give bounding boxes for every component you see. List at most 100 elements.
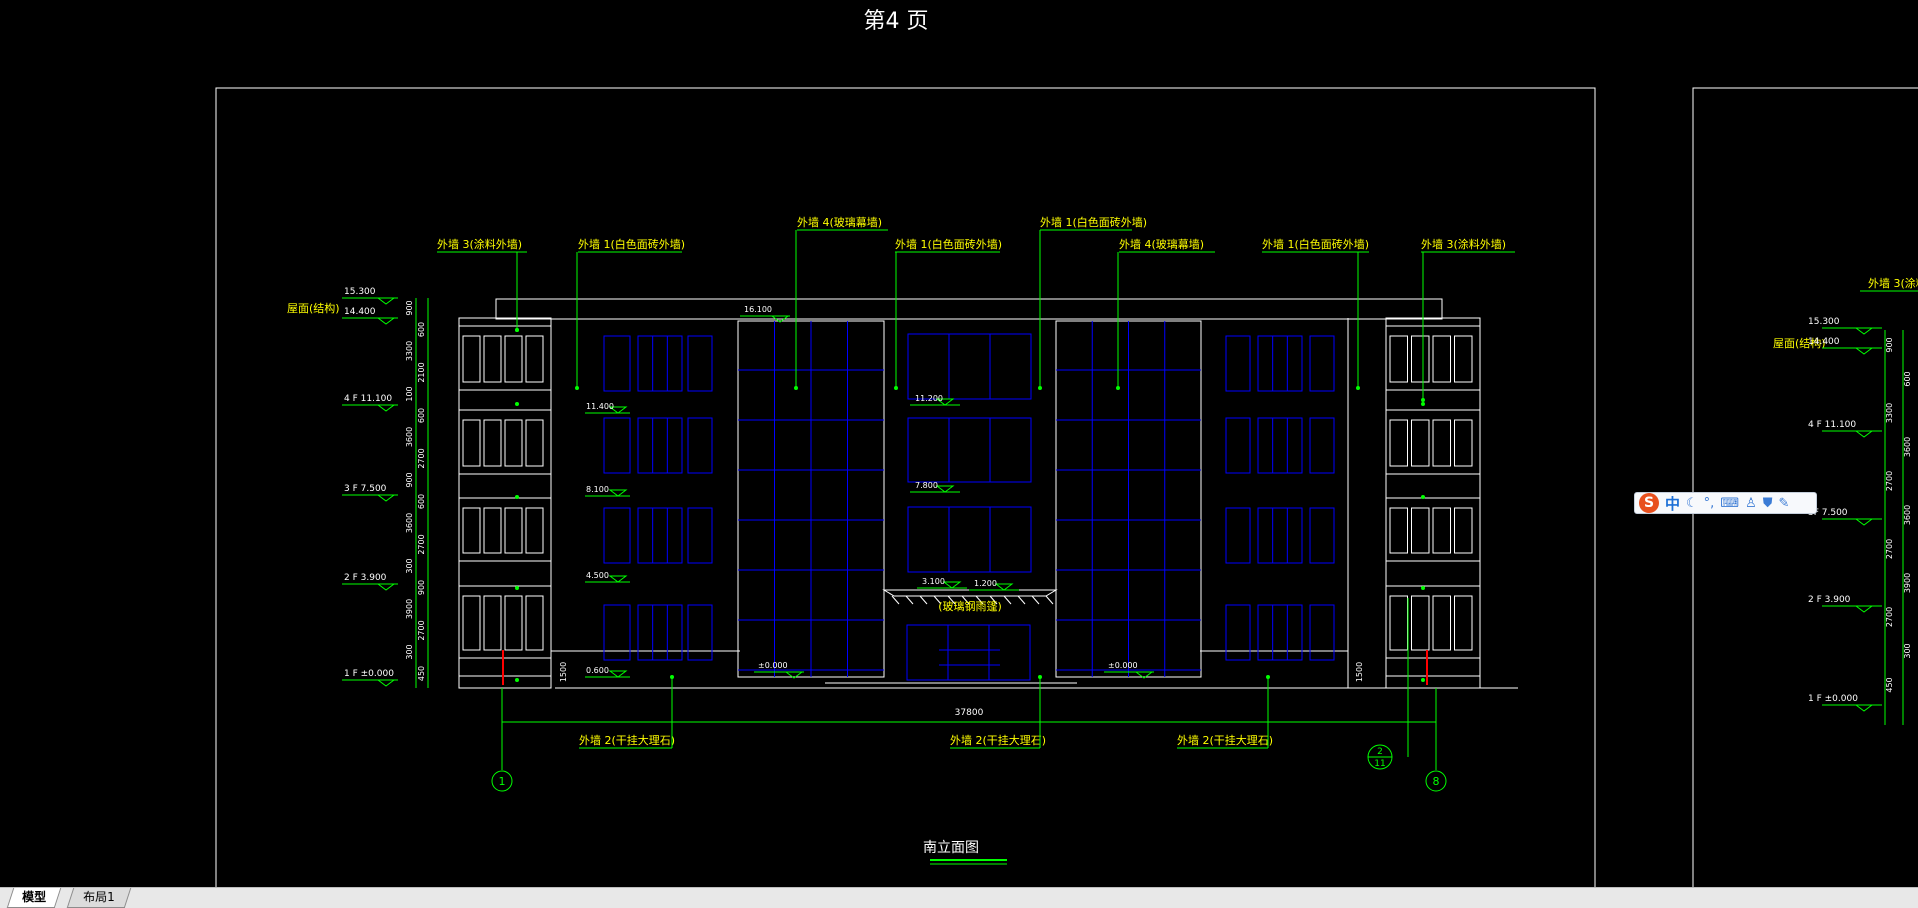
adjacent-level-label: 14.400 [1808, 337, 1840, 347]
level-symbol [608, 406, 628, 414]
wall-callout-label: 外墙 3(涂料外墙) [1421, 237, 1506, 251]
center-window [907, 333, 1032, 400]
level-symbol [608, 489, 628, 497]
dimension-label: 300 [405, 558, 414, 573]
callout-dot [794, 386, 798, 390]
window-right-a [1225, 417, 1251, 474]
window-level-label: 4.500 [586, 571, 609, 580]
floor-level-label: 1 F ±0.000 [344, 669, 394, 679]
canopy-rib [989, 595, 998, 605]
tower-window [1432, 507, 1451, 554]
window-right-a [1225, 507, 1251, 564]
canopy-label: (玻璃钢雨篷) [938, 599, 1002, 613]
level-symbol [1854, 704, 1874, 712]
canopy-rib [1003, 595, 1012, 605]
keyboard-icon[interactable]: ⌨ [1720, 495, 1740, 511]
wall-callout-label: 外墙 2(干挂大理石) [579, 733, 675, 747]
tower-window [504, 335, 523, 383]
adjacent-dimension-label: 2700 [1885, 607, 1894, 627]
wall-callout-label: 外墙 2(干挂大理石) [950, 733, 1046, 747]
dimension-label: 3900 [405, 599, 414, 619]
overall-dimension: 37800 [955, 708, 984, 718]
tower-window [504, 595, 523, 651]
center-window [907, 506, 1032, 573]
window-left-a [603, 604, 631, 661]
window-right-c [1309, 417, 1335, 474]
window-left-b [637, 604, 683, 661]
adjacent-sheet-frame [1692, 87, 1918, 887]
callout-dot [1266, 675, 1270, 679]
tower-window [1411, 595, 1430, 651]
center-window [907, 417, 1032, 483]
drawing-title: 南立面图 [923, 840, 979, 856]
dimension-label: 2700 [417, 620, 426, 640]
tower-window [504, 419, 523, 467]
base-dimension-label: 1500 [559, 662, 568, 682]
shirt-icon[interactable]: ⛊ [1762, 495, 1773, 511]
sogou-logo-icon[interactable]: S [1639, 493, 1659, 513]
window-level-label: 8.100 [586, 485, 609, 494]
callout-dot [1038, 386, 1042, 390]
floor-level-label: 3 F 7.500 [344, 484, 387, 494]
callout-dot [515, 495, 519, 499]
adjacent-dimension-label: 2700 [1885, 539, 1894, 559]
tab-model[interactable]: 模型 [6, 888, 62, 908]
dimension-label: 3600 [405, 427, 414, 447]
axis-bubble-8 [1425, 770, 1447, 792]
tower-window [483, 335, 502, 383]
tower-window [1389, 507, 1408, 554]
tower-window [462, 507, 481, 554]
adjacent-dimension-label: 3600 [1903, 437, 1912, 457]
callout-dot [1421, 495, 1425, 499]
wall-callout-label: 外墙 1(白色面砖外墙) [895, 237, 1002, 251]
adjacent-dimension-label: 3900 [1903, 573, 1912, 593]
window-left-a [603, 335, 631, 392]
wall-callout-label: 外墙 1(白色面砖外墙) [578, 237, 685, 251]
adjacent-dimension-label: 900 [1885, 337, 1894, 352]
tab-layout1[interactable]: 布局1 [66, 888, 132, 908]
callout-dot [670, 675, 674, 679]
window-left-b [637, 335, 683, 392]
adjacent-level-label: 4 F 11.100 [1808, 420, 1856, 430]
adjacent-level-label: 15.300 [1808, 317, 1840, 327]
axis-label: 1 [499, 775, 506, 788]
level-symbol [1854, 347, 1874, 355]
user-icon[interactable]: ♙ [1745, 495, 1757, 511]
level-symbol [376, 297, 396, 305]
tower-window [1454, 507, 1473, 554]
window-level-label: 0.600 [586, 666, 609, 675]
canopy-rib [947, 595, 956, 605]
window-right-c [1309, 507, 1335, 564]
punctuation-icon[interactable]: °, [1703, 495, 1715, 511]
window-level-label: 1.200 [974, 579, 997, 588]
level-symbol [376, 494, 396, 502]
adjacent-dimension-label: 300 [1903, 643, 1912, 658]
callout-dot [575, 386, 579, 390]
curtain-level-label: 16.100 [744, 305, 772, 314]
layout-tab-bar: 模型 布局1 [0, 887, 1918, 908]
window-right-a [1225, 604, 1251, 661]
dimension-label: 3600 [405, 513, 414, 533]
dimension-label: 3300 [405, 341, 414, 361]
moon-icon[interactable]: ☾ [1686, 495, 1698, 511]
tower-window [1432, 335, 1451, 383]
wall-callout-label: 外墙 3(涂料外墙) [437, 237, 522, 251]
curtain-level-label: ±0.000 [1108, 661, 1138, 670]
tower-window [1389, 595, 1408, 651]
dimension-label: 900 [417, 580, 426, 595]
wrench-icon[interactable]: ✎ [1778, 495, 1790, 511]
dimension-label: 900 [405, 472, 414, 487]
window-level-label: 11.200 [915, 394, 943, 403]
input-mode-indicator[interactable]: 中 [1665, 494, 1681, 513]
adjacent-roof-label: 屋面(结构) [1773, 336, 1826, 350]
cad-drawing-canvas[interactable]: 第4 页(玻璃钢雨篷)外墙 3(涂料外墙)外墙 1(白色面砖外墙)外墙 4(玻璃… [0, 0, 1918, 887]
tower-window [462, 335, 481, 383]
drawing-frame [215, 87, 1596, 887]
ime-toolbar[interactable]: S 中 ☾ °, ⌨ ♙ ⛊ ✎ [1634, 492, 1817, 514]
level-symbol [1854, 518, 1874, 526]
callout-dot [1356, 386, 1360, 390]
wall-callout-label: 外墙 1(白色面砖外墙) [1040, 215, 1147, 229]
callout-dot [515, 586, 519, 590]
callout-dot [1116, 386, 1120, 390]
callout-dot [1038, 675, 1042, 679]
